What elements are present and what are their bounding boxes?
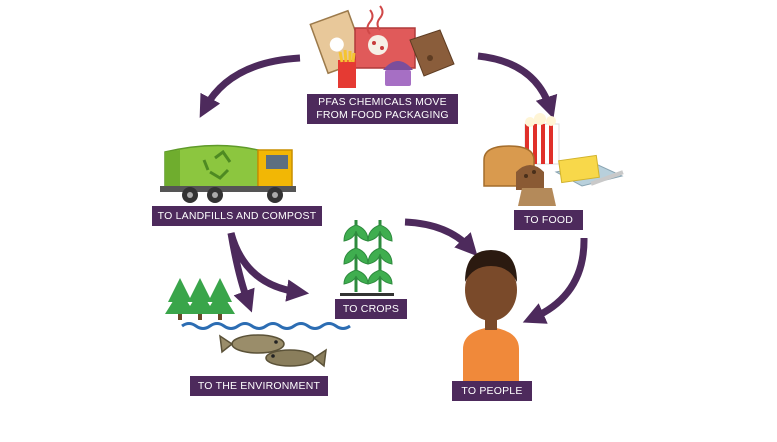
water-wave xyxy=(181,322,351,330)
label-food-text: TO FOOD xyxy=(523,213,574,226)
label-crops-text: TO CROPS xyxy=(342,302,400,315)
label-landfills-text: TO LANDFILLS AND COMPOST xyxy=(157,209,317,222)
food-items-illustration xyxy=(483,113,624,206)
crops-illustration xyxy=(340,220,394,296)
garbage-truck-illustration xyxy=(160,144,296,203)
label-environment-text: TO THE ENVIRONMENT xyxy=(197,379,321,392)
label-crops: TO CROPS xyxy=(335,299,407,319)
environment-illustration xyxy=(165,278,351,368)
arrow-crops-to-people xyxy=(404,218,478,257)
label-landfills: TO LANDFILLS AND COMPOST xyxy=(152,206,322,226)
label-people-text: TO PEOPLE xyxy=(461,384,523,397)
label-packaging-line1: PFAS CHEMICALS MOVE xyxy=(318,96,447,108)
arrow-packaging-to-food xyxy=(477,52,558,119)
arrow-packaging-to-landfills xyxy=(199,54,301,118)
food-packaging-illustration xyxy=(309,5,455,88)
label-people: TO PEOPLE xyxy=(452,381,532,401)
label-food: TO FOOD xyxy=(514,210,583,230)
arrow-food-to-people xyxy=(522,237,588,324)
fish-icon xyxy=(219,334,327,368)
person-illustration xyxy=(463,250,519,383)
label-packaging: PFAS CHEMICALS MOVE FROM FOOD PACKAGING xyxy=(307,94,458,124)
trees-icon xyxy=(165,278,235,320)
label-environment: TO THE ENVIRONMENT xyxy=(190,376,328,396)
arrow-landfills-to-crops xyxy=(227,232,310,302)
label-packaging-line2: FROM FOOD PACKAGING xyxy=(316,109,449,121)
